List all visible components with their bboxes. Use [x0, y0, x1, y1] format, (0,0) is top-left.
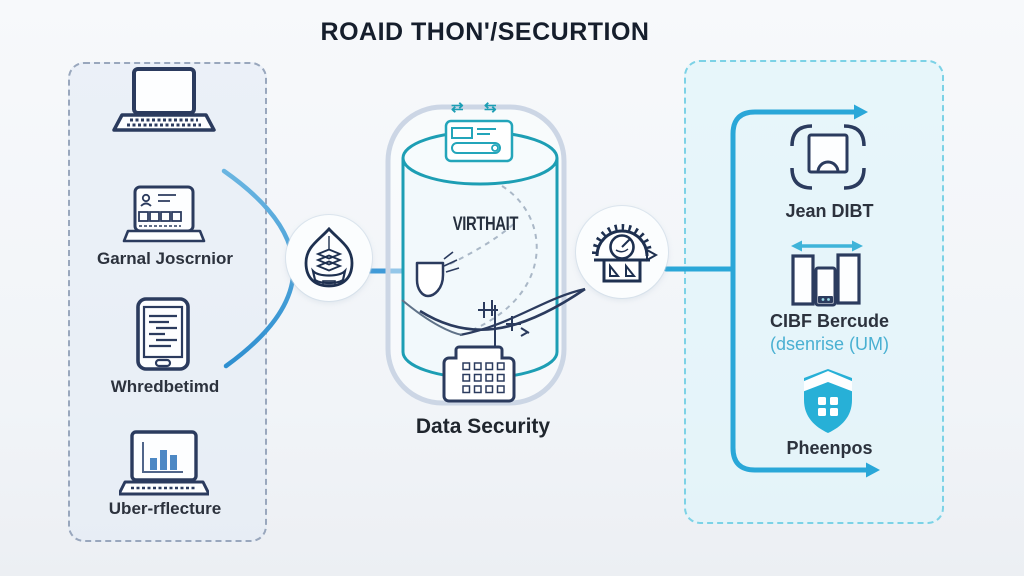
service-label: Pheenpos [786, 438, 873, 458]
layers-hub-icon [304, 226, 354, 288]
service-sublabel: (dsenrise (UM) [769, 334, 889, 354]
wire-curve-2 [459, 287, 586, 337]
gauge-node [576, 206, 668, 298]
database-cylinder-body [401, 158, 559, 380]
sync-arrows-icon: ⇄ [451, 99, 464, 116]
cylinder-label: VIRTHAIT [452, 214, 519, 235]
page-title: ROAID THON'/SECURTION [320, 18, 650, 46]
scan-device-icon [786, 120, 870, 194]
wire-curve-1 [419, 287, 586, 332]
tablet-icon [134, 296, 192, 372]
hub-node [286, 215, 372, 301]
barcode-devices-icon [788, 238, 866, 310]
id-laptop-icon [122, 185, 206, 247]
shield-icon [799, 367, 857, 435]
center-caption: Data Security [415, 415, 551, 438]
dashed-guide-arc [469, 185, 538, 332]
circuit-ticks [478, 300, 530, 337]
laptop-icon [112, 66, 216, 142]
keypad-icon [442, 305, 516, 403]
database-cylinder-top [401, 130, 559, 186]
device-label: Uber-rflecture [108, 499, 222, 518]
transfer-arrows-icon: ⇆ [484, 99, 497, 116]
gauge-icon [592, 224, 658, 283]
secure-zone-outline [385, 104, 567, 406]
funnel-lock-icon [415, 251, 460, 298]
device-label: Whredbetimd [110, 377, 220, 396]
device-label: Garnal Joscrnior [96, 249, 234, 268]
record-card-icon [444, 119, 514, 163]
service-label: CIBF Bercude [769, 311, 890, 331]
wire-curve-3 [401, 299, 463, 336]
service-label: Jean DIBT [785, 201, 874, 221]
chart-laptop-icon [119, 430, 209, 498]
